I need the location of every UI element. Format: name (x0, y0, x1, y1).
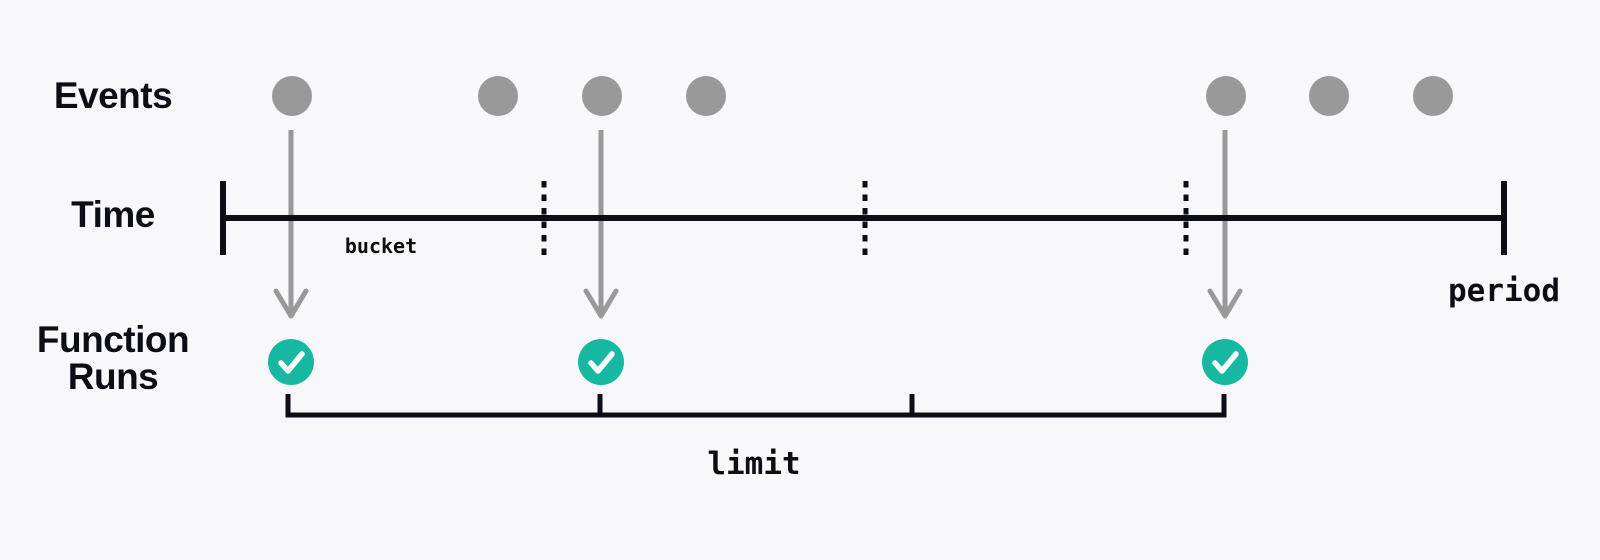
check-icon (278, 351, 305, 374)
check-icon (1212, 351, 1239, 374)
period-annotation: period (1448, 273, 1560, 309)
event-arrow-head (273, 288, 309, 319)
check-icon (588, 351, 615, 374)
event-dot (582, 76, 622, 116)
limit-annotation: limit (707, 446, 801, 482)
function-run-circle (578, 339, 624, 385)
function-run-circle (268, 339, 314, 385)
event-dot (272, 76, 312, 116)
event-dot (1206, 76, 1246, 116)
bucket-annotation: bucket (344, 234, 418, 258)
function-runs-row-label-line1: Function (36, 319, 190, 360)
event-dot (1413, 76, 1453, 116)
event-arrow-head (1207, 288, 1243, 319)
function-runs-row-label: Function Runs (0, 321, 226, 395)
event-dot (686, 76, 726, 116)
event-arrow-head (583, 288, 619, 319)
function-run-circle (1202, 339, 1248, 385)
events-row-label: Events (53, 75, 173, 116)
event-dot (1309, 76, 1349, 116)
event-dot (478, 76, 518, 116)
function-runs-row-label-line2: Runs (67, 356, 159, 397)
time-row-label: Time (71, 194, 155, 235)
